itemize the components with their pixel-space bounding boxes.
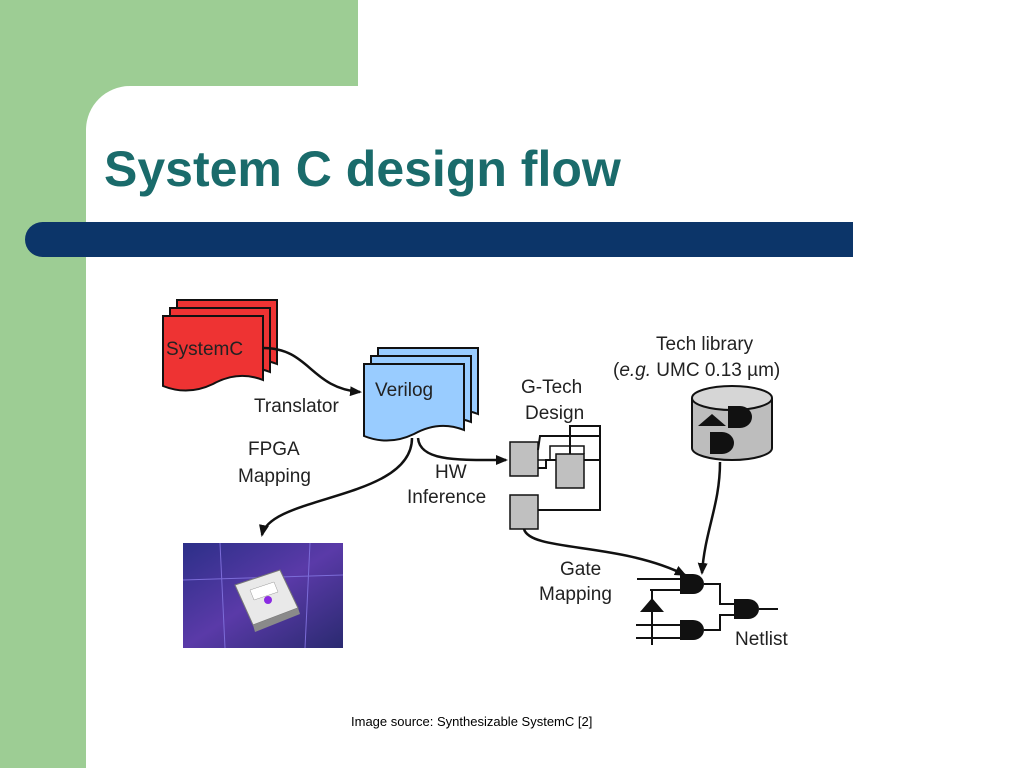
arrow-techlib-to-netlist [697,461,722,575]
gtech-wire-5 [538,445,585,461]
techlib-paren-open: ( [613,360,620,381]
techlib-label-line2: (e.g. UMC 0.13 µm) [613,360,780,381]
netlist-label: Netlist [735,629,789,650]
design-flow-diagram: SystemC Verilog Translator FPGA Mapping … [150,290,850,670]
netlist-circuit [636,574,778,645]
library-buffer-symbol [698,414,726,426]
library-and-gate-symbol-1 [728,406,752,428]
netlist-and-gate-2 [680,620,704,640]
arrow-gate-mapping [522,528,687,577]
systemc-sheet-front [162,315,264,392]
fpga-chip-edge [253,608,300,632]
fpga-label-line2: Mapping [238,466,311,487]
techlib-eg: e.g. [619,360,651,381]
arrow-hw-inference [416,437,508,466]
netlist-and-gate-3 [734,599,759,619]
techlib-umc: UMC 0.13 µm) [651,360,780,381]
systemc-document-stack: SystemC [162,299,278,392]
library-and-gate-symbol-2 [710,432,734,454]
gtech-label-line2: Design [525,403,584,424]
title-underline-bar [25,222,853,257]
image-source-caption: Image source: Synthesizable SystemC [2] [351,714,593,729]
netlist-buffer-symbol [640,598,664,612]
netlist-wire-2 [704,614,734,631]
page-title: System C design flow [104,141,621,197]
fpga-chip-label-area [249,581,279,601]
tech-library-cylinder [691,385,773,461]
gate-label-line2: Mapping [539,584,612,605]
board-trace-2 [219,542,226,649]
gate-label-line1: Gate [560,559,601,580]
arrow-translator [262,346,362,397]
gtech-block-3 [509,494,539,530]
verilog-sheet-front [363,363,465,442]
gtech-wire-2 [538,459,556,469]
board-trace-3 [304,542,311,649]
content-panel [86,86,1024,768]
fpga-chip-image [182,542,344,649]
gtech-block-1 [509,441,539,477]
gtech-design-blocks [509,425,601,530]
fpga-chip-logo-mark [264,596,272,604]
verilog-document-stack: Verilog [363,347,479,442]
systemc-label: SystemC [166,339,243,360]
arrow-fpga-mapping [259,437,414,537]
techlib-label-line1: Tech library [656,334,754,355]
netlist-and-gate-1 [680,574,704,594]
hw-label-line2: Inference [407,487,486,508]
gtech-wire-4 [569,425,601,454]
hw-label-line1: HW [435,462,467,483]
gtech-block-2 [555,453,585,489]
gtech-label-line1: G-Tech [521,377,582,398]
verilog-label: Verilog [375,380,433,401]
top-white-strip [358,0,1024,90]
translator-label: Translator [254,396,339,417]
netlist-wire-1 [704,583,734,605]
fpga-label-line1: FPGA [248,439,300,460]
